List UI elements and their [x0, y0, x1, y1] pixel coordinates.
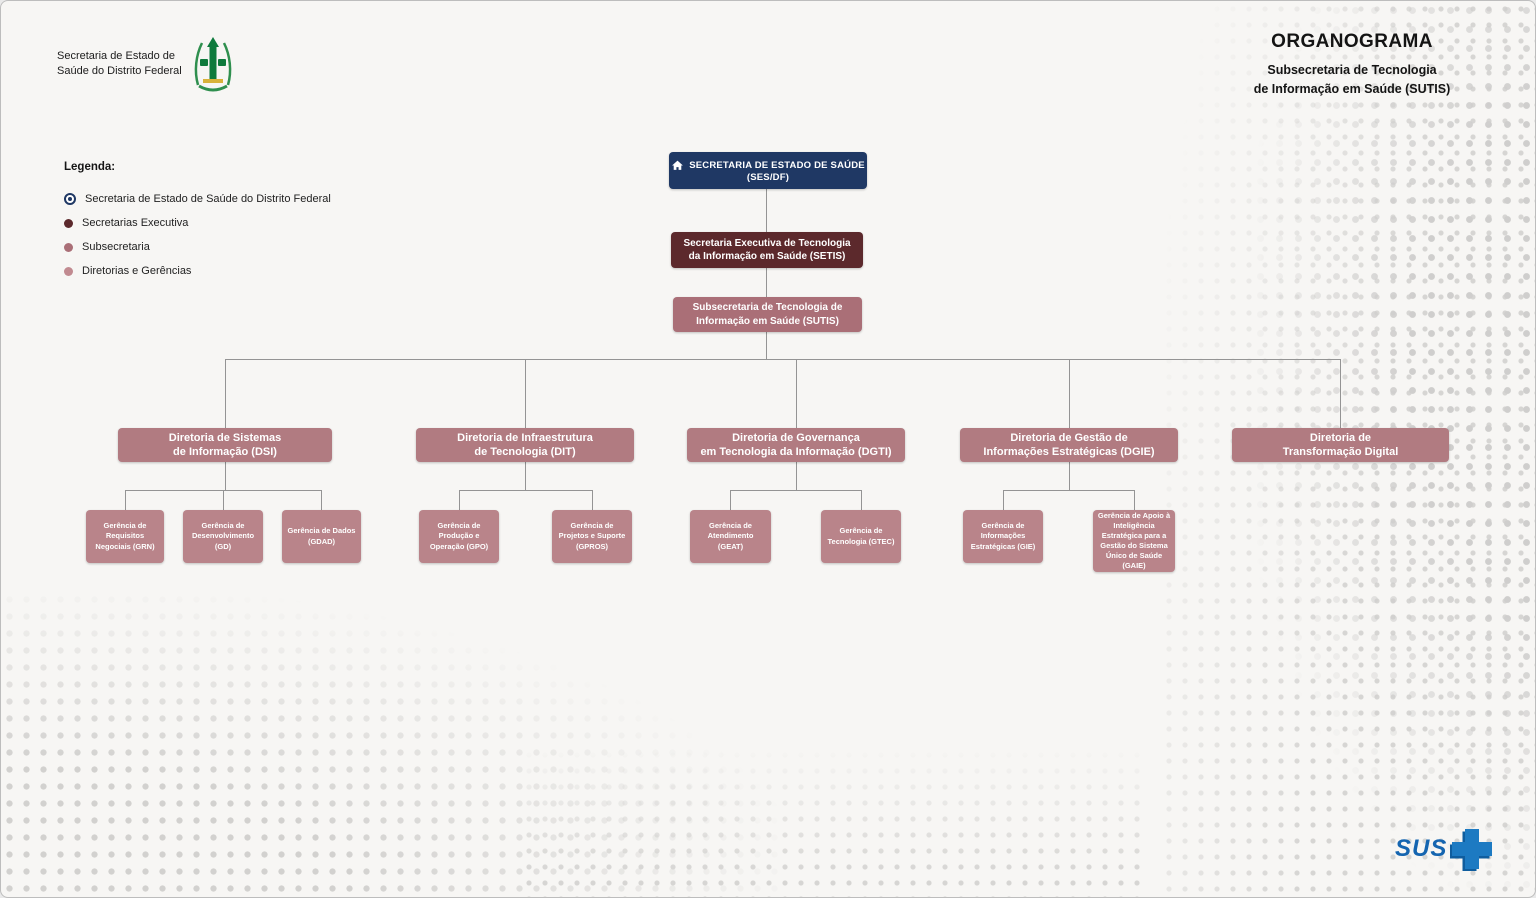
connector-line: [225, 359, 226, 428]
legend-item-executiva: Secretarias Executiva: [64, 217, 331, 229]
node-label: em Tecnologia da Informação (DGTI): [700, 446, 892, 458]
legend-dot-icon: [64, 266, 73, 276]
node-gerencia-gpros: Gerência de Projetos e Suporte (GPROS): [552, 510, 632, 563]
node-label: Gerência de Informações Estratégicas (GI…: [970, 521, 1036, 551]
legend-item-label: Secretarias Executiva: [82, 217, 189, 229]
sus-cross-icon: [1450, 829, 1493, 871]
node-label: (SES/DF): [746, 171, 790, 183]
ses-logo: Secretaria de Estado de Saúde do Distrit…: [57, 35, 235, 93]
title-block: ORGANOGRAMA Subsecretaria de Tecnologia …: [1243, 31, 1461, 100]
node-label: de Informação (DSI): [173, 446, 277, 458]
connector-line: [225, 462, 226, 490]
node-ses-df-line1: SECRETARIA DE ESTADO DE SAÚDE: [671, 159, 865, 172]
legend-item-diretorias: Diretorias e Gerências: [64, 265, 331, 277]
page-subtitle-line1: Subsecretaria de Tecnologia: [1267, 63, 1437, 77]
sus-logo: SUS: [1395, 827, 1494, 871]
home-icon: [672, 160, 684, 170]
ses-logo-text: Secretaria de Estado de Saúde do Distrit…: [57, 49, 182, 80]
node-label: de Tecnologia (DIT): [474, 446, 576, 458]
node-diretoria-dit: Diretoria de Infraestrutura de Tecnologi…: [416, 428, 634, 462]
node-label: Gerência de Projetos e Suporte (GPROS): [558, 521, 626, 551]
node-gerencia-grn: Gerência de Requisitos Negociais (GRN): [86, 510, 164, 563]
ses-logo-line2: Saúde do Distrito Federal: [57, 65, 182, 77]
node-sutis: Subsecretaria de Tecnologia de Informaçã…: [673, 297, 862, 332]
node-label: Gerência de Desenvolvimento (GD): [191, 521, 255, 551]
page-title: ORGANOGRAMA: [1271, 31, 1433, 52]
legend: Secretaria de Estado de Saúde do Distrit…: [64, 193, 331, 277]
legend-title: Legenda:: [64, 161, 116, 173]
connector-line: [796, 359, 797, 428]
connector-line: [321, 490, 322, 510]
node-label: Diretoria de Infraestrutura: [457, 431, 593, 444]
node-diretoria-dgti: Diretoria de Governança em Tecnologia da…: [687, 428, 905, 462]
connector-line: [1003, 490, 1134, 491]
node-gerencia-gpo: Gerência de Produção e Operação (GPO): [419, 510, 499, 563]
page-subtitle: Subsecretaria de Tecnologia de Informaçã…: [1243, 61, 1461, 100]
connector-line: [223, 490, 224, 510]
connector-line: [459, 490, 460, 510]
connector-line: [1069, 462, 1070, 490]
connector-line: [1069, 359, 1070, 428]
page-subtitle-line2: de Informação em Saúde (SUTIS): [1253, 82, 1451, 97]
legend-item-label: Subsecretaria: [82, 241, 150, 253]
node-label: Informação em Saúde (SUTIS): [696, 315, 839, 327]
node-label: Diretoria de Sistemas: [168, 431, 282, 444]
node-gerencia-gaie: Gerência de Apoio à Inteligência Estraté…: [1093, 510, 1175, 572]
ses-logo-line1: Secretaria de Estado de: [57, 49, 176, 62]
halftone-pattern-bottom: [521, 731, 1141, 897]
legend-dot-icon: [64, 218, 73, 228]
halftone-pattern-bottom-left: [1, 591, 781, 897]
node-diretoria-dtd: Diretoria de Transformação Digital: [1232, 428, 1449, 462]
node-label: Gerência de Tecnologia (GTEC): [827, 526, 895, 546]
connector-line: [766, 189, 767, 232]
node-gerencia-gie: Gerência de Informações Estratégicas (GI…: [963, 510, 1043, 563]
legend-item-subsecretaria: Subsecretaria: [64, 241, 331, 253]
legend-item-label: Secretaria de Estado de Saúde do Distrit…: [85, 193, 331, 205]
legend-item-label: Diretorias e Gerências: [82, 265, 192, 277]
connector-line: [730, 490, 731, 510]
connector-line: [592, 490, 593, 510]
node-label: Informações Estratégicas (DGIE): [983, 446, 1155, 458]
node-setis: Secretaria Executiva de Tecnologia da In…: [671, 232, 863, 268]
node-label: Subsecretaria de Tecnologia de: [692, 302, 843, 313]
legend-ring-icon: [64, 193, 76, 205]
sus-logo-text: SUS: [1395, 835, 1448, 862]
node-label: Diretoria de Governança: [732, 431, 860, 444]
connector-line: [1003, 490, 1004, 510]
node-label: SECRETARIA DE ESTADO DE SAÚDE: [689, 159, 865, 171]
connector-line: [459, 490, 592, 491]
connector-line: [125, 490, 126, 510]
node-label: Transformação Digital: [1282, 446, 1399, 458]
node-label: da Informação em Saúde (SETIS): [688, 251, 846, 262]
node-label: Gerência de Dados (GDAD): [287, 526, 356, 546]
node-gerencia-geat: Gerência de Atendimento (GEAT): [690, 510, 771, 563]
legend-dot-icon: [64, 242, 73, 252]
connector-line: [766, 268, 767, 297]
connector-line: [730, 490, 861, 491]
node-label: Gerência de Produção e Operação (GPO): [429, 521, 489, 551]
node-diretoria-dsi: Diretoria de Sistemas de Informação (DSI…: [118, 428, 332, 462]
connector-line: [525, 462, 526, 490]
node-gerencia-gtec: Gerência de Tecnologia (GTEC): [821, 510, 901, 563]
connector-line: [766, 332, 767, 359]
connector-line: [525, 359, 526, 428]
legend-item-ses: Secretaria de Estado de Saúde do Distrit…: [64, 193, 331, 205]
node-label: Gerência de Apoio à Inteligência Estraté…: [1097, 510, 1171, 571]
connector-line: [861, 490, 862, 510]
node-label: Secretaria Executiva de Tecnologia: [683, 237, 851, 249]
node-label: Diretoria de: [1309, 431, 1372, 444]
node-label: Gerência de Requisitos Negociais (GRN): [95, 521, 155, 551]
node-label: Gerência de Atendimento (GEAT): [707, 521, 754, 551]
connector-line: [1340, 359, 1341, 428]
node-diretoria-dgie: Diretoria de Gestão de Informações Estra…: [960, 428, 1178, 462]
connector-line: [225, 359, 1340, 360]
node-label: Diretoria de Gestão de: [1010, 431, 1128, 444]
node-gerencia-gdad: Gerência de Dados (GDAD): [282, 510, 361, 563]
node-ses-df: SECRETARIA DE ESTADO DE SAÚDE (SES/DF): [669, 152, 867, 189]
df-coat-of-arms-icon: [194, 37, 232, 92]
connector-line: [1134, 490, 1135, 510]
node-gerencia-gd: Gerência de Desenvolvimento (GD): [183, 510, 263, 563]
connector-line: [796, 462, 797, 490]
